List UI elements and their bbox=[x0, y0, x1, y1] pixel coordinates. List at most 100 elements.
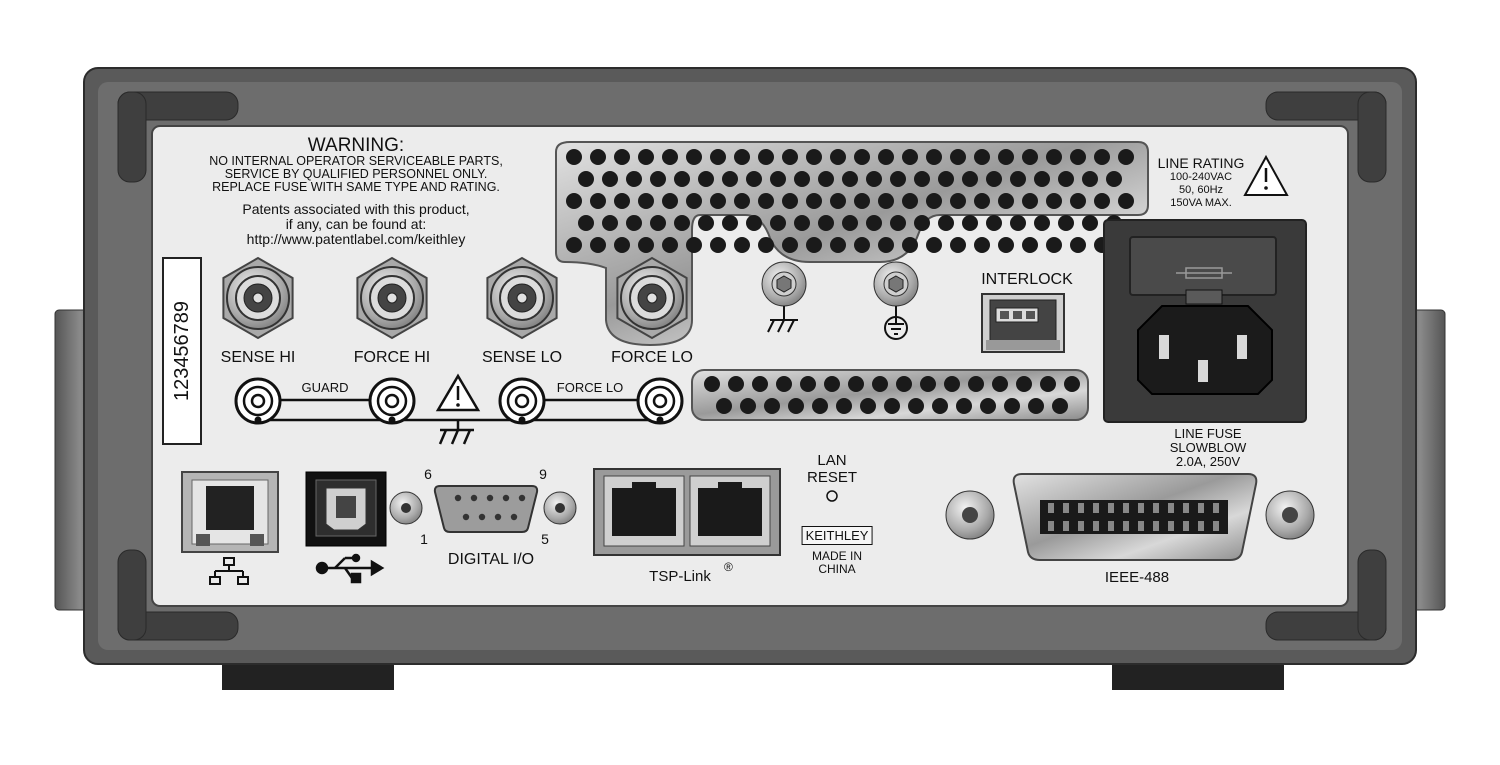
vent-hole bbox=[1022, 149, 1038, 165]
protective-earth-post[interactable] bbox=[873, 261, 919, 307]
line-fuse-rating: 2.0A, 250V bbox=[1175, 454, 1241, 469]
vent-hole bbox=[782, 193, 798, 209]
vent-hole bbox=[1034, 171, 1050, 187]
keithley-logo: KEITHLEY bbox=[801, 526, 873, 545]
guard-label: GUARD bbox=[301, 380, 349, 395]
vent-hole bbox=[866, 215, 882, 231]
line-rating-frequency: 50, 60Hz bbox=[1178, 184, 1224, 196]
vent-hole bbox=[566, 193, 582, 209]
corner-bumpers bbox=[117, 91, 1387, 641]
vent-hole bbox=[914, 171, 930, 187]
vent-hole bbox=[842, 215, 858, 231]
sense-lo-label: SENSE LO bbox=[481, 349, 563, 366]
vent-hole bbox=[650, 171, 666, 187]
fuse-drawer[interactable] bbox=[1185, 289, 1223, 305]
lan-reset-button[interactable] bbox=[826, 490, 838, 502]
vent-hole bbox=[938, 215, 954, 231]
vent-hole bbox=[710, 193, 726, 209]
interlock-label: INTERLOCK bbox=[981, 271, 1073, 288]
rear-triax-jack[interactable] bbox=[368, 377, 416, 425]
usb-b-port[interactable] bbox=[305, 471, 387, 547]
vent-hole bbox=[836, 398, 852, 414]
vent-hole bbox=[920, 376, 936, 392]
chassis-ground-post[interactable] bbox=[761, 261, 807, 307]
vent-hole bbox=[1058, 171, 1074, 187]
vent-hole bbox=[890, 215, 906, 231]
vent-hole bbox=[686, 237, 702, 253]
vent-hole bbox=[602, 215, 618, 231]
sense-lo-connector[interactable] bbox=[486, 256, 558, 340]
vent-hole bbox=[782, 237, 798, 253]
warning-line-1: NO INTERNAL OPERATOR SERVICEABLE PARTS, bbox=[209, 154, 503, 168]
rear-triax-jack[interactable] bbox=[234, 377, 282, 425]
vent-hole bbox=[842, 171, 858, 187]
vent-hole bbox=[944, 376, 960, 392]
vent-hole bbox=[860, 398, 876, 414]
vent-hole bbox=[992, 376, 1008, 392]
lan-port[interactable] bbox=[181, 471, 279, 553]
rear-triax-jack[interactable] bbox=[636, 377, 684, 425]
vent-hole bbox=[950, 193, 966, 209]
line-fuse-type: SLOWBLOW bbox=[1169, 440, 1247, 455]
dio-pin bbox=[470, 494, 478, 502]
force-lo-connector[interactable] bbox=[616, 256, 688, 340]
vent-hole bbox=[908, 398, 924, 414]
tsp-link-ports[interactable] bbox=[593, 468, 781, 556]
ieee-pin bbox=[1138, 503, 1144, 513]
ieee-pin bbox=[1153, 503, 1159, 513]
vent-hole bbox=[590, 193, 606, 209]
vent-hole bbox=[1070, 237, 1086, 253]
warning-triangle-icon bbox=[1243, 154, 1289, 196]
lan-reset-line-2: RESET bbox=[806, 469, 858, 486]
tsp-link-label: TSP-Link bbox=[649, 568, 711, 585]
power-inlet-socket[interactable] bbox=[1137, 305, 1273, 395]
vent-hole bbox=[1082, 215, 1098, 231]
ieee-pin bbox=[1063, 503, 1069, 513]
rear-triax-connectors bbox=[234, 377, 684, 425]
vent-hole bbox=[902, 237, 918, 253]
tsp-link-registered-mark: ® bbox=[724, 560, 733, 574]
vent-hole bbox=[974, 237, 990, 253]
vent-hole bbox=[674, 171, 690, 187]
vent-hole bbox=[686, 193, 702, 209]
ieee-pin bbox=[1153, 521, 1159, 531]
vent-hole bbox=[848, 376, 864, 392]
vent-hole bbox=[902, 193, 918, 209]
vent-hole bbox=[578, 215, 594, 231]
vent-hole bbox=[710, 149, 726, 165]
ieee-pin bbox=[1048, 503, 1054, 513]
vent-hole bbox=[626, 215, 642, 231]
vent-hole bbox=[776, 376, 792, 392]
vent-hole bbox=[926, 193, 942, 209]
digital-io-left-standoff bbox=[389, 491, 423, 525]
vent-hole bbox=[794, 215, 810, 231]
lan-reset-line-1: LAN bbox=[817, 452, 847, 469]
vent-hole bbox=[1094, 193, 1110, 209]
vent-hole bbox=[1058, 215, 1074, 231]
vent-hole bbox=[1040, 376, 1056, 392]
digital-io-right-standoff bbox=[543, 491, 577, 525]
vent-hole bbox=[818, 215, 834, 231]
digital-io-connector[interactable] bbox=[433, 485, 539, 533]
vent-hole bbox=[884, 398, 900, 414]
ieee-pin bbox=[1213, 521, 1219, 531]
vent-hole bbox=[722, 171, 738, 187]
ieee-488-label: IEEE-488 bbox=[1104, 569, 1170, 586]
vent-hole bbox=[974, 193, 990, 209]
vent-hole bbox=[746, 171, 762, 187]
force-hi-connector[interactable] bbox=[356, 256, 428, 340]
ieee-pin bbox=[1123, 503, 1129, 513]
rear-triax-jack[interactable] bbox=[498, 377, 546, 425]
warning-line-3: REPLACE FUSE WITH SAME TYPE AND RATING. bbox=[212, 180, 500, 194]
vent-hole bbox=[638, 193, 654, 209]
interlock-connector[interactable] bbox=[981, 293, 1065, 353]
vent-hole bbox=[1022, 237, 1038, 253]
sense-hi-connector[interactable] bbox=[222, 256, 294, 340]
dio-pin bbox=[454, 494, 462, 502]
vent-hole bbox=[998, 193, 1014, 209]
chassis-ground-icon bbox=[767, 306, 798, 333]
ieee-488-connector[interactable] bbox=[1012, 473, 1258, 561]
dio-pin-6-label: 6 bbox=[424, 466, 432, 482]
vent-hole bbox=[764, 398, 780, 414]
vent-hole bbox=[770, 171, 786, 187]
